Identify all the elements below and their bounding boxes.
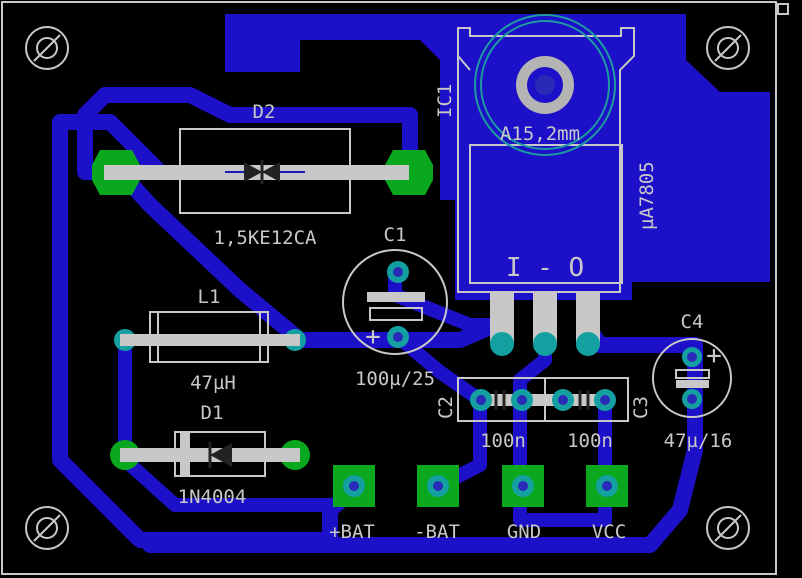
value-ic1: µA7805 <box>636 161 658 230</box>
mounting-hole <box>706 506 750 550</box>
connector-bat-plus[interactable]: +BAT <box>329 465 375 543</box>
diode-symbol <box>208 442 232 468</box>
heatsink-outline <box>474 14 616 156</box>
corner-marker <box>777 3 789 15</box>
polarity-mark-c1: + <box>365 322 381 352</box>
component-c4[interactable]: + C4 47µ/16 <box>652 311 733 452</box>
pad <box>576 332 600 356</box>
pad <box>490 332 514 356</box>
connector-label: VCC <box>592 521 626 543</box>
value-c4: 47µ/16 <box>664 430 733 452</box>
capacitor-symbol <box>494 390 590 410</box>
board-outline <box>1 1 777 575</box>
pad <box>533 332 557 356</box>
value-c1: 100µ/25 <box>355 368 435 390</box>
mounting-hole <box>25 26 69 70</box>
connector-label: +BAT <box>329 521 375 543</box>
component-ic1[interactable]: A15,2mm I - O IC1 µA7805 <box>434 14 658 356</box>
designator-l1: L1 <box>198 286 221 308</box>
designator-d2: D2 <box>253 101 276 123</box>
connector-vcc[interactable]: VCC <box>586 465 628 543</box>
component-c1[interactable]: + C1 100µ/25 <box>342 224 448 390</box>
pin-label-ic1: I - O <box>506 253 584 283</box>
value-l1: 47µH <box>190 372 236 394</box>
component-d1[interactable]: D1 1N4004 <box>110 402 310 508</box>
component-l1[interactable]: L1 47µH <box>114 286 306 394</box>
copper-pour-left-notch <box>225 40 300 72</box>
connector-label: -BAT <box>414 521 460 543</box>
value-c2: 100n <box>480 430 526 452</box>
value-d1: 1N4004 <box>178 486 247 508</box>
designator-c1: C1 <box>384 224 407 246</box>
connector-bat-minus[interactable]: -BAT <box>414 465 460 543</box>
component-c2-c3[interactable]: C2 C3 100n 100n <box>435 377 652 452</box>
designator-c2: C2 <box>435 396 457 419</box>
polarity-mark-c4: + <box>706 341 722 371</box>
heatsink-label: A15,2mm <box>500 123 580 145</box>
designator-c3: C3 <box>630 396 652 419</box>
component-d2[interactable]: D2 1,5KE12CA <box>92 101 433 249</box>
connector-label: GND <box>507 521 541 543</box>
value-c3: 100n <box>567 430 613 452</box>
bidirectional-diode-symbol <box>225 160 305 184</box>
mounting-hole <box>706 26 750 70</box>
designator-d1: D1 <box>201 402 224 424</box>
designator-c4: C4 <box>681 311 704 333</box>
designator-ic1: IC1 <box>434 84 456 118</box>
value-d2: 1,5KE12CA <box>214 227 318 249</box>
connector-gnd[interactable]: GND <box>502 465 544 543</box>
copper-pour-region <box>225 14 770 300</box>
mounting-hole <box>25 506 69 550</box>
